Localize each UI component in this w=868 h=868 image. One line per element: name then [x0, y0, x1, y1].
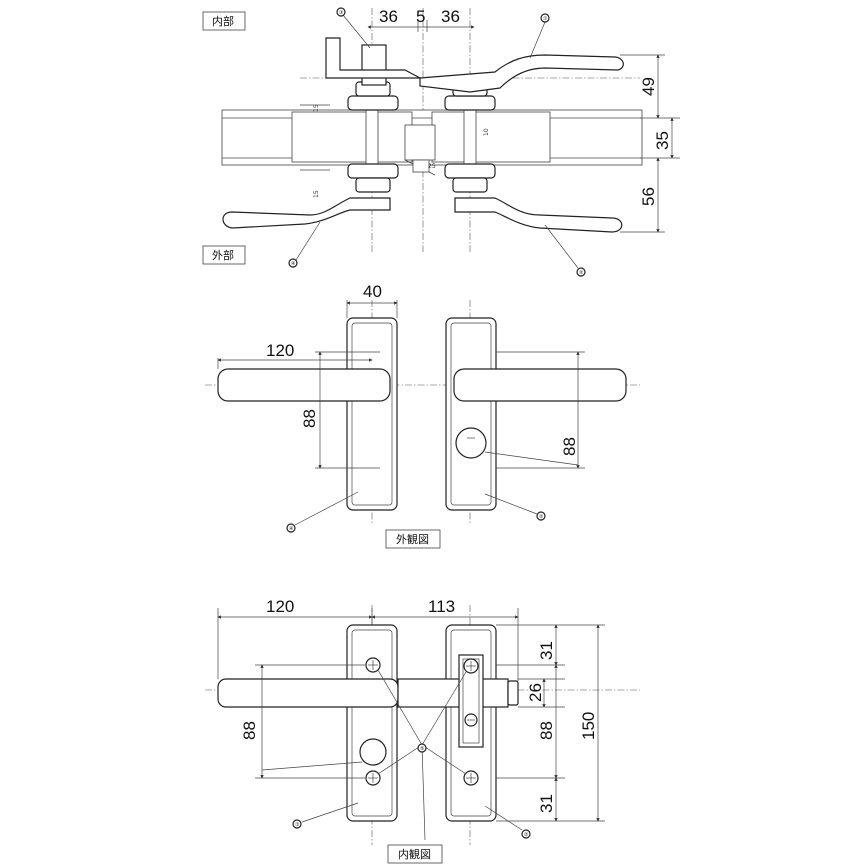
- rosette-bottom-right: [444, 163, 496, 193]
- svg-text:36: 36: [379, 7, 398, 26]
- rosette-bottom-left: [347, 163, 399, 193]
- interior-view: 120 113 31 26 88 31 150: [205, 597, 640, 864]
- svg-text:15: 15: [313, 104, 320, 112]
- svg-text:⑤: ⑤: [420, 746, 424, 752]
- callout-4-top: ④: [288, 221, 321, 268]
- dimension-88-exterior-left: 88: [300, 351, 380, 469]
- svg-text:5: 5: [416, 7, 425, 26]
- screw-bottom-left: [365, 770, 381, 786]
- screw-mid-right: [464, 713, 478, 727]
- svg-text:49: 49: [639, 77, 658, 96]
- screw-top-left: [365, 657, 381, 673]
- callout-1-top: ①: [529, 13, 550, 59]
- callout-5-screws: ⑤: [377, 669, 467, 841]
- exterior-lever-right: [453, 368, 627, 402]
- svg-text:88: 88: [300, 409, 319, 428]
- svg-text:31: 31: [537, 794, 556, 813]
- svg-text:内観図: 内観図: [398, 847, 431, 861]
- callout-3-top: ③: [336, 7, 371, 49]
- outside-label: 外部: [202, 245, 246, 265]
- key-cylinder: [455, 427, 487, 459]
- svg-text:120: 120: [266, 597, 294, 616]
- svg-text:①: ①: [295, 822, 300, 828]
- svg-text:88: 88: [560, 437, 579, 456]
- dimension-88-exterior-right: 88: [484, 351, 585, 469]
- svg-text:113: 113: [428, 597, 455, 616]
- exterior-view: 40 120 88 88 ④: [205, 282, 640, 549]
- outside-lever-part-2: [454, 197, 623, 233]
- exterior-view-label: 外観図: [385, 529, 441, 549]
- rosette-top-left: [347, 81, 399, 111]
- outside-lever-part-4: [222, 197, 391, 229]
- svg-text:88: 88: [240, 721, 259, 740]
- dimension-40: 40: [346, 282, 398, 318]
- svg-text:31: 31: [537, 641, 556, 660]
- door-frame-profile: [221, 104, 643, 176]
- interior-view-label: 内観図: [387, 844, 443, 864]
- svg-text:26: 26: [526, 683, 545, 702]
- svg-text:③: ③: [339, 10, 343, 16]
- svg-text:外部: 外部: [212, 248, 234, 262]
- svg-text:88: 88: [537, 721, 556, 740]
- svg-text:25: 25: [428, 163, 436, 170]
- svg-text:40: 40: [363, 282, 382, 301]
- dimension-88-interior-left: 88: [240, 664, 365, 779]
- top-section-view: 内部 外部 36 5 36: [202, 7, 680, 277]
- thumb-bolt-part-3: [325, 37, 421, 86]
- exterior-plate-left: [346, 317, 398, 511]
- svg-text:②: ②: [579, 270, 584, 276]
- svg-text:外観図: 外観図: [396, 532, 429, 546]
- svg-text:36: 36: [441, 7, 460, 26]
- callout-2-exterior: ②: [484, 493, 546, 521]
- interior-lever: [217, 678, 399, 708]
- svg-text:35: 35: [653, 131, 672, 150]
- dimension-36-5-36: 36 5 36: [367, 7, 475, 32]
- svg-text:②: ②: [524, 832, 529, 838]
- thumb-turn: [359, 738, 387, 766]
- dimension-stack-right-interior: 31 26 88 31 150: [496, 624, 605, 822]
- svg-text:120: 120: [266, 341, 294, 360]
- svg-text:②: ②: [539, 514, 544, 520]
- svg-text:10: 10: [483, 128, 490, 136]
- screw-top-right: [463, 658, 479, 674]
- callout-4-exterior: ④: [286, 491, 359, 533]
- callout-2-interior: ②: [484, 805, 531, 839]
- callout-2-top: ②: [544, 224, 586, 277]
- dimension-120-113-interior: 120 113: [217, 597, 519, 681]
- svg-text:内部: 内部: [212, 14, 234, 28]
- screw-bottom-right: [463, 770, 479, 786]
- exterior-plate-right: [445, 317, 497, 511]
- svg-text:④: ④: [291, 261, 296, 267]
- dimension-49-35-56: 49 35 56: [620, 54, 680, 233]
- exterior-lever-left: [217, 368, 391, 402]
- interior-plate-left: [346, 624, 398, 822]
- svg-text:56: 56: [639, 187, 658, 206]
- inside-lever-part-1: [419, 54, 624, 93]
- svg-text:150: 150: [579, 712, 598, 740]
- dimension-120-exterior: 120: [217, 341, 373, 369]
- inside-label: 内部: [202, 11, 246, 31]
- svg-text:④: ④: [289, 526, 294, 532]
- svg-text:①: ①: [543, 16, 548, 22]
- svg-text:15: 15: [313, 190, 320, 198]
- callout-1-interior: ①: [292, 802, 359, 829]
